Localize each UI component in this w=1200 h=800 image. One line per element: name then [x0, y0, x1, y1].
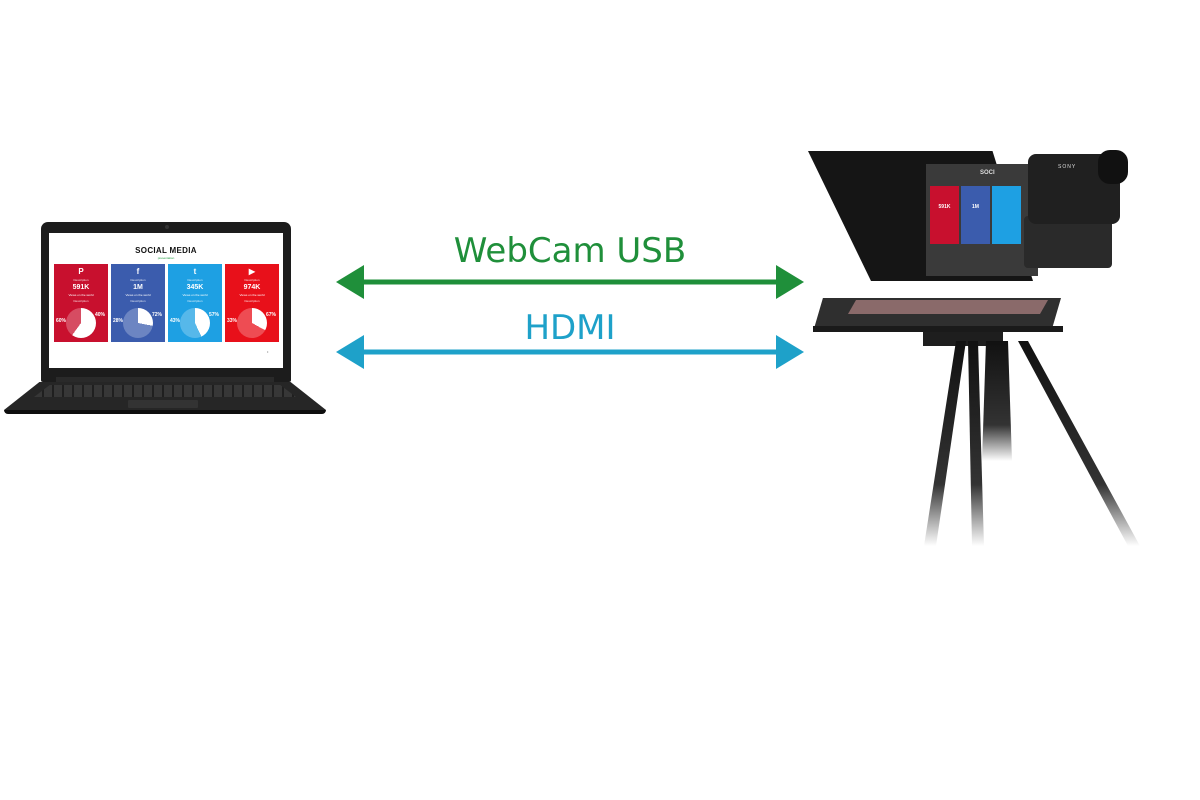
camera-handle: [1024, 216, 1112, 268]
pie-chart: [66, 308, 96, 338]
keyboard: [34, 385, 296, 397]
glass-title: SOCI: [980, 170, 995, 176]
laptop-screen: SOCIAL MEDIA presentation P Description 59…: [49, 233, 283, 368]
laptop-lid: SOCIAL MEDIA presentation P Description 59…: [41, 222, 291, 382]
card-description: Description: [187, 278, 203, 282]
pie-label: 28%: [113, 318, 124, 324]
card-label: Views on the world: [239, 293, 265, 297]
pinterest-icon: P: [78, 267, 84, 276]
pie-chart: [123, 308, 153, 338]
card-description: Description: [244, 278, 260, 282]
pie-label: 60%: [56, 318, 67, 324]
card-value: 591K: [72, 284, 90, 291]
slide-subtitle: presentation: [157, 256, 175, 260]
tripod-head: [923, 332, 1003, 346]
tripod-column: [982, 341, 1012, 461]
twitter-icon: t: [193, 267, 197, 276]
card-value: 1M: [133, 284, 143, 291]
card-value: 974K: [243, 284, 261, 291]
camera-brand: SONY: [1058, 164, 1077, 170]
pie-label: 57%: [209, 312, 220, 318]
youtube-icon: ▶: [248, 267, 256, 276]
card-description: Description: [130, 299, 146, 303]
pie-chart: [237, 308, 267, 338]
monitor-panel: [848, 300, 1048, 314]
touchpad: [128, 400, 198, 408]
slide-page-dot: •: [267, 349, 269, 354]
teleprompter-rig: SOCI 591K 1M SONY: [808, 146, 1148, 548]
pie-chart: [180, 308, 210, 338]
card-description: Description: [130, 278, 146, 282]
mini-card-value: 591K: [938, 204, 951, 210]
card-value: 345K: [186, 284, 204, 291]
slide-title: SOCIAL MEDIA: [135, 246, 197, 255]
card-description: Description: [244, 299, 260, 303]
pie-label: 72%: [152, 312, 163, 318]
shelf-rail: [813, 326, 1063, 332]
pie-label: 43%: [170, 318, 181, 324]
card-description: Description: [187, 299, 203, 303]
tripod-leg-right: [1018, 341, 1140, 546]
mini-card-value: 1M: [972, 204, 979, 210]
webcam-dot: [165, 225, 169, 229]
laptop-front-edge: [4, 410, 326, 414]
card-description: Description: [73, 278, 89, 282]
mini-card-pinterest: 591K: [930, 186, 959, 244]
hdmi-arrow: [336, 335, 804, 369]
card-label: Views on the world: [68, 293, 94, 297]
hdmi-label: HDMI: [524, 308, 616, 348]
card-label: Views on the world: [125, 293, 151, 297]
card-description: Description: [73, 299, 89, 303]
pie-label: 67%: [266, 312, 277, 318]
teleprompter-glass: SOCI 591K 1M: [926, 164, 1038, 276]
pie-label: 33%: [227, 318, 238, 324]
webcam-usb-label: WebCam USB: [453, 231, 687, 271]
tripod: [924, 341, 1140, 546]
laptop: SOCIAL MEDIA presentation P Description 59…: [4, 222, 326, 422]
mini-card-twitter: [992, 186, 1021, 244]
facebook-icon: f: [136, 267, 140, 276]
webcam-usb-arrow: [336, 265, 804, 299]
laptop-hinge: [56, 377, 274, 383]
mini-card-facebook: 1M: [961, 186, 990, 244]
card-label: Views on the world: [182, 293, 208, 297]
tripod-leg-center: [968, 341, 984, 546]
camera-lens: [1098, 150, 1128, 184]
connection-arrows: [336, 265, 804, 369]
pie-label: 40%: [95, 312, 106, 318]
tripod-leg-left: [924, 341, 966, 546]
